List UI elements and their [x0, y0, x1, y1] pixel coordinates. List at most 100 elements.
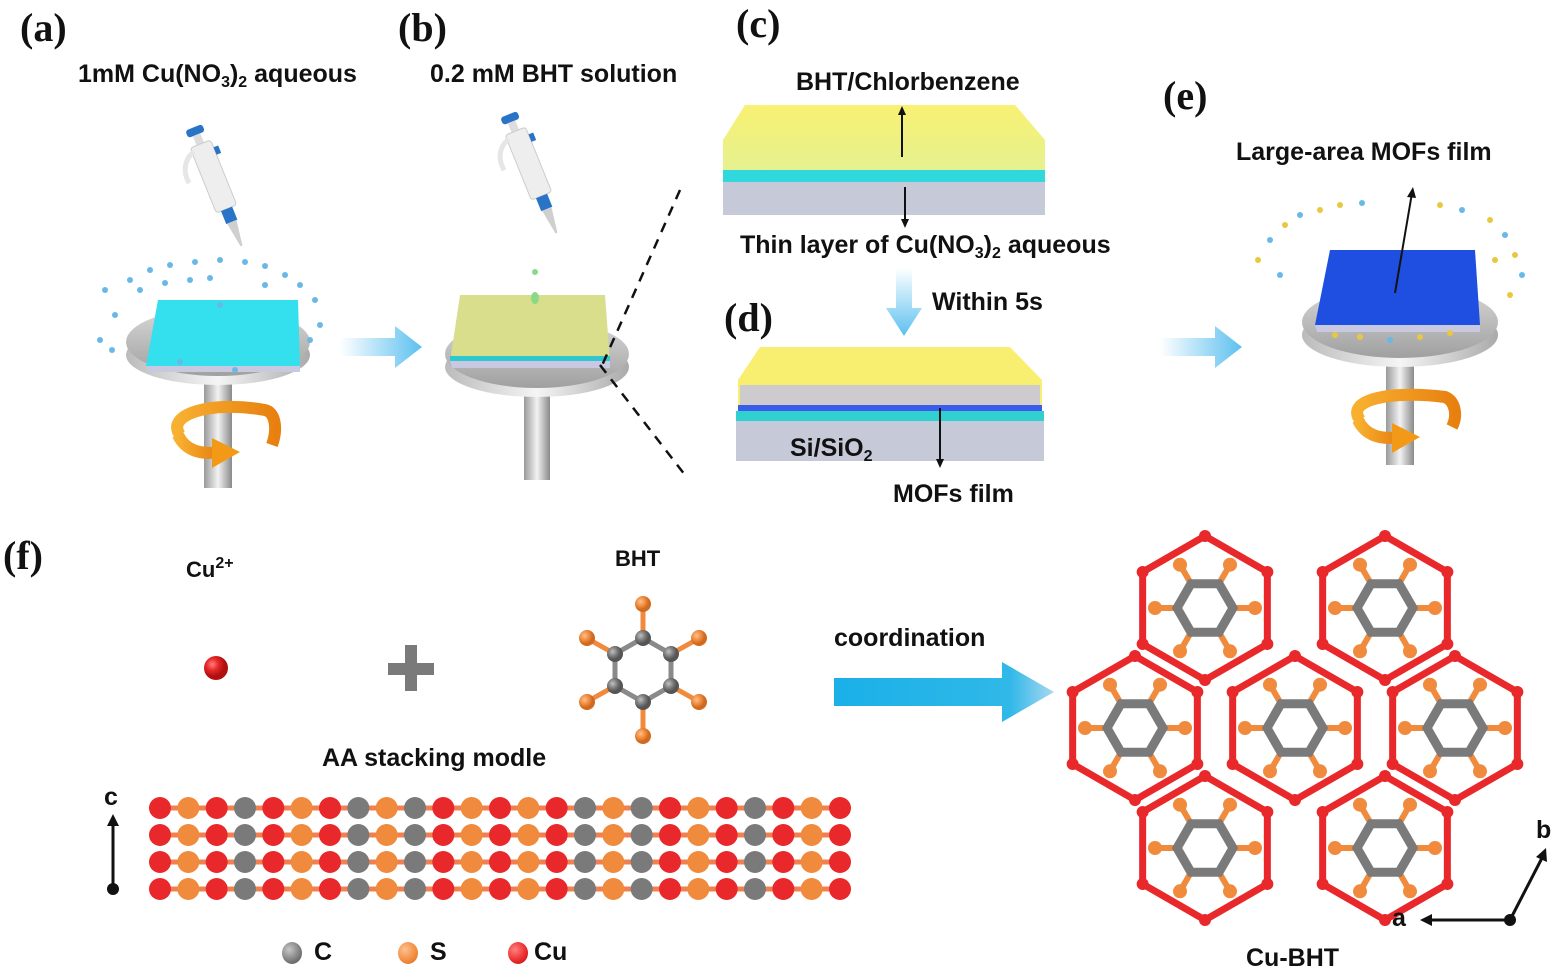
stacking-atom — [715, 797, 738, 819]
copper-atom — [1261, 878, 1274, 890]
stacking-atom — [800, 851, 823, 873]
stacking-atom — [715, 824, 738, 846]
copper-atom — [1261, 566, 1274, 578]
stacking-atom — [375, 824, 398, 846]
panel-c-bottom-label: Thin layer of Cu(NO3)2 aqueous — [740, 233, 1111, 262]
copper-atom — [1441, 638, 1454, 650]
stacking-atom — [262, 878, 285, 900]
step-label: Within 5s — [932, 288, 1043, 316]
rotation-arrow-icon — [1351, 388, 1462, 453]
stacking-atom — [545, 851, 568, 873]
sulfur-atom — [1103, 764, 1117, 779]
stacking-atom — [460, 851, 483, 873]
wafer-substrate-a — [146, 300, 300, 366]
stacking-atom — [744, 878, 766, 900]
subscript: 2 — [238, 74, 248, 91]
stacking-atom — [517, 851, 540, 873]
title-text: ) — [229, 60, 239, 88]
carbon-atom-icon — [282, 942, 302, 964]
copper-atom — [1066, 686, 1079, 698]
droplets — [1255, 200, 1525, 343]
stacking-atom — [574, 824, 596, 846]
stacking-atom — [517, 878, 540, 900]
stacking-atom — [404, 824, 426, 846]
sulfur-atom-icon — [398, 942, 418, 964]
stacking-atom — [715, 878, 738, 900]
flow-arrow-ab — [340, 326, 422, 368]
copper-atom — [1316, 806, 1329, 818]
stacking-atom — [772, 797, 795, 819]
sulfur-atom — [1353, 557, 1367, 572]
mof-film-layer — [738, 405, 1042, 411]
copper-atom — [1316, 638, 1329, 650]
axis-c-label: c — [104, 783, 118, 811]
sulfur-atom — [1473, 764, 1487, 779]
stacking-atom — [290, 851, 313, 873]
sulfur-atom — [1078, 721, 1092, 735]
subscript: 2 — [991, 245, 1001, 262]
copper-atom — [1386, 686, 1399, 698]
stacking-atom — [375, 851, 398, 873]
panel-label-f: (f) — [3, 533, 43, 578]
sulfur-atom — [1398, 721, 1412, 735]
stacking-atom — [234, 824, 256, 846]
sulfur-atom — [1173, 797, 1187, 812]
cu-aqueous-layer — [736, 411, 1044, 421]
copper-atom — [1386, 758, 1399, 770]
stacking-atom — [234, 851, 256, 873]
stacking-atom — [319, 851, 341, 873]
benzene-ring — [1261, 699, 1329, 757]
rotation-arrow-icon — [171, 400, 282, 468]
legend-label: S — [430, 938, 447, 966]
stacking-atom — [234, 797, 256, 819]
zoom-dashed-lines — [598, 189, 686, 476]
droplet-icon — [531, 292, 539, 304]
copper-atom — [1289, 650, 1301, 662]
cu-ion-label: Cu2+ — [186, 556, 234, 581]
stacking-atom — [347, 824, 370, 846]
stacking-atom — [432, 878, 455, 900]
axis-a-label: a — [1392, 904, 1406, 932]
stacking-atom — [319, 878, 341, 900]
stacking-atom — [177, 878, 200, 900]
stacking-atom — [205, 797, 228, 819]
coordination-label: coordination — [834, 624, 986, 652]
stacking-atom — [574, 797, 596, 819]
stacking-atom — [744, 824, 766, 846]
subscript: 3 — [974, 245, 984, 262]
stacking-atom — [460, 878, 483, 900]
stacking-atom — [744, 851, 766, 873]
sulfur-atom — [1328, 601, 1342, 615]
stacking-atom — [602, 851, 625, 873]
stacking-atom — [347, 851, 370, 873]
sulfur-atom — [1403, 884, 1417, 899]
sulfur-atom — [1173, 557, 1187, 572]
sulfur-atom — [1428, 601, 1442, 615]
subscript: 3 — [221, 74, 230, 91]
wafer-substrate-b — [450, 295, 610, 362]
legend-label: Cu — [534, 938, 568, 966]
cu-ion-atom — [204, 656, 228, 680]
stacking-atom — [545, 878, 568, 900]
copper-atom — [1449, 650, 1461, 662]
copper-atom — [1261, 638, 1274, 650]
sulfur-atom — [1473, 677, 1487, 692]
legend-label: C — [314, 938, 333, 966]
stacking-atom — [772, 878, 795, 900]
layer-stack-d — [736, 347, 1044, 468]
sulfur-atom — [1423, 764, 1437, 779]
sulfur-atom — [1423, 677, 1437, 692]
panel-b-title: 0.2 mM BHT solution — [430, 60, 678, 88]
sulfur-atom — [1353, 884, 1367, 899]
stacking-atom — [829, 824, 851, 846]
stacking-atom — [290, 878, 313, 900]
flow-arrow-de — [1160, 326, 1242, 368]
copper-atom — [1449, 794, 1461, 806]
coordination-arrow — [834, 662, 1054, 722]
benzene-ring — [1171, 819, 1239, 877]
sulfur-atom — [1248, 841, 1262, 855]
copper-atom — [1226, 686, 1239, 698]
sulfur-atom — [1263, 677, 1277, 692]
spin-coater-a — [97, 124, 323, 488]
copper-atom — [1316, 878, 1329, 890]
